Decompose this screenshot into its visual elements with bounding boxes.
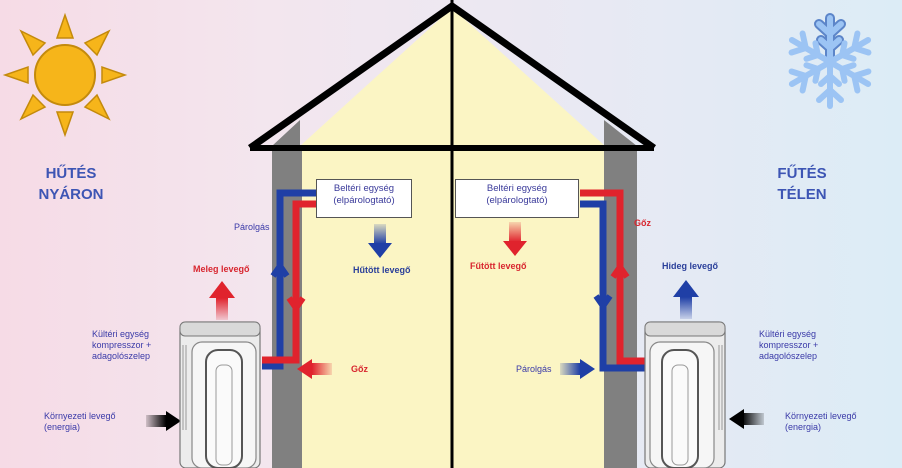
right-title: FŰTÉS TÉLEN bbox=[757, 163, 847, 205]
left-red-pipe bbox=[262, 200, 316, 364]
left-indoor-unit: Beltéri egység (elpárologtató) bbox=[316, 179, 412, 218]
right-ambient-air-arrow bbox=[729, 409, 764, 429]
snowflake-icon bbox=[788, 13, 872, 109]
left-roof-wall-cap bbox=[272, 120, 300, 146]
right-title-line2: TÉLEN bbox=[777, 186, 827, 203]
heated-air-label: Fűtött levegő bbox=[470, 261, 527, 271]
right-evaporation-label: Párolgás bbox=[516, 364, 552, 374]
warm-air-label: Meleg levegő bbox=[193, 264, 250, 274]
left-ambient-air-label: Környezeti levegő (energia) bbox=[44, 411, 116, 433]
left-outdoor-unit-line3: adagolószelep bbox=[92, 351, 151, 361]
right-outdoor-unit-line1: Kültéri egység bbox=[759, 329, 817, 339]
left-ambient-air-line2: (energia) bbox=[44, 422, 81, 432]
right-ambient-air-label: Környezeti levegő (energia) bbox=[785, 411, 857, 433]
left-evaporation-label: Párolgás bbox=[234, 222, 270, 232]
left-title-line2: NYÁRON bbox=[38, 186, 104, 203]
right-pipe-down-chevron bbox=[593, 294, 613, 312]
left-outdoor-unit bbox=[179, 321, 261, 468]
heated-air-down-arrow bbox=[503, 222, 527, 256]
right-blue-pipe bbox=[580, 200, 645, 372]
right-indoor-unit-line1: Beltéri egység bbox=[486, 183, 548, 194]
left-outdoor-unit-line2: kompresszor + bbox=[92, 340, 152, 350]
right-outdoor-unit bbox=[644, 321, 726, 468]
left-steam-label: Gőz bbox=[351, 364, 368, 374]
left-ambient-air-line1: Környezeti levegő bbox=[44, 411, 116, 421]
cold-air-up-arrow bbox=[673, 280, 699, 319]
cold-air-label: Hideg levegő bbox=[662, 261, 719, 271]
warm-air-up-arrow bbox=[209, 281, 235, 320]
right-outdoor-unit-line3: adagolószelep bbox=[759, 351, 818, 361]
right-evaporation-arrow bbox=[560, 359, 595, 379]
left-title-line1: HŰTÉS bbox=[45, 165, 97, 182]
right-steam-label: Gőz bbox=[634, 218, 651, 228]
right-title-line1: FŰTÉS bbox=[777, 165, 827, 182]
right-pipe-up-chevron bbox=[610, 261, 630, 279]
left-blue-pipe bbox=[262, 189, 316, 370]
right-ambient-air-line1: Környezeti levegő bbox=[785, 411, 857, 421]
left-pipe-up-chevron bbox=[270, 260, 290, 278]
left-title: HŰTÉS NYÁRON bbox=[26, 163, 116, 205]
right-roof-wall-cap bbox=[604, 120, 637, 146]
right-ambient-air-line2: (energia) bbox=[785, 422, 822, 432]
left-ambient-air-arrow bbox=[146, 411, 181, 431]
sun-icon bbox=[2, 12, 128, 138]
right-indoor-unit-line2: (elpárologtató) bbox=[486, 195, 548, 206]
cooled-air-label: Hűtött levegő bbox=[353, 265, 411, 275]
left-pipe-down-chevron bbox=[286, 296, 306, 314]
cooled-air-down-arrow bbox=[368, 224, 392, 258]
right-outdoor-unit-label: Kültéri egység kompresszor + adagolószel… bbox=[759, 329, 818, 362]
right-indoor-unit: Beltéri egység (elpárologtató) bbox=[455, 179, 579, 218]
left-outdoor-unit-line1: Kültéri egység bbox=[92, 329, 150, 339]
left-indoor-unit-line1: Beltéri egység bbox=[333, 183, 395, 194]
right-outdoor-unit-line2: kompresszor + bbox=[759, 340, 819, 350]
right-red-pipe bbox=[580, 189, 645, 365]
left-outdoor-unit-label: Kültéri egység kompresszor + adagolószel… bbox=[92, 329, 151, 362]
left-steam-arrow bbox=[297, 359, 332, 379]
left-indoor-unit-line2: (elpárologtató) bbox=[333, 195, 395, 206]
